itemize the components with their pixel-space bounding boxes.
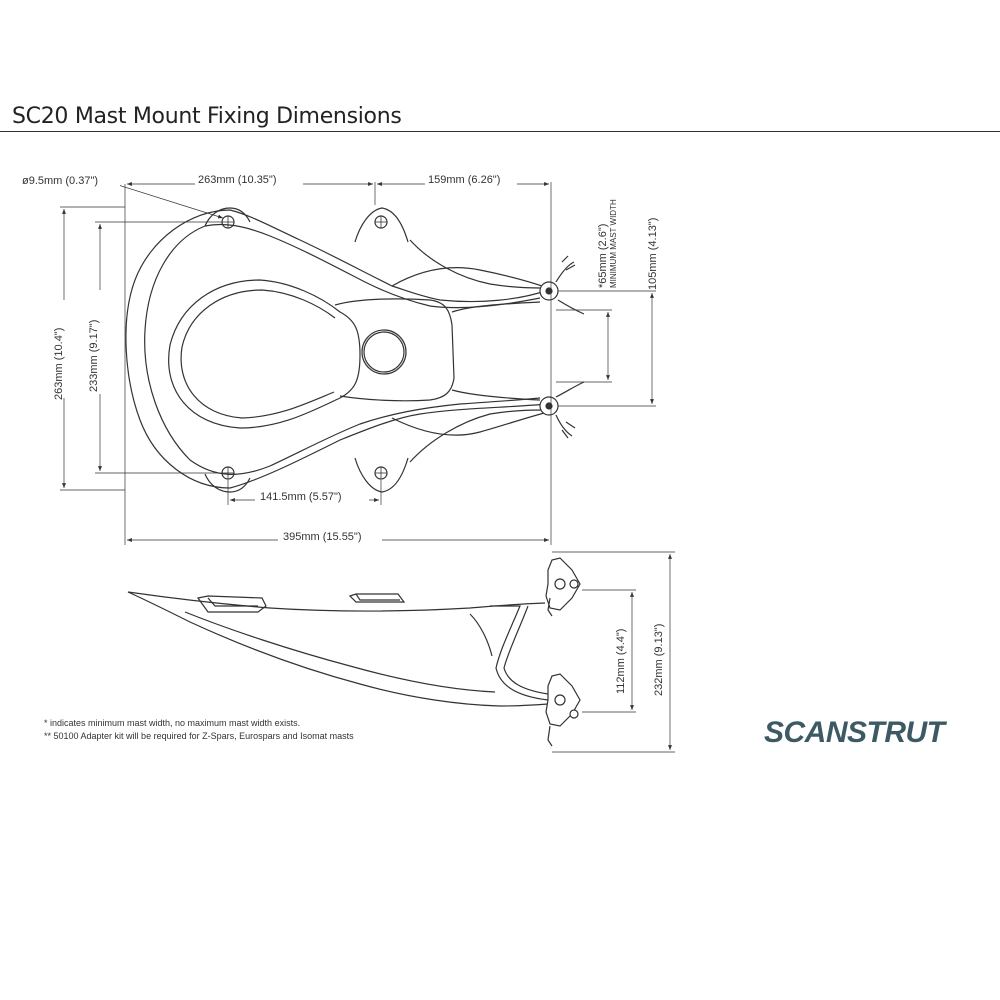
clamp-pivots bbox=[539, 255, 585, 439]
dim-hole-spacing: 141.5mm (5.57") bbox=[260, 491, 342, 503]
dim-total-length: 395mm (15.55") bbox=[283, 531, 362, 543]
scanstrut-logo: SCANSTRUT bbox=[764, 716, 945, 749]
dim-left-outer: 263mm (10.4") bbox=[53, 328, 65, 400]
dim-side-small: 112mm (4.4") bbox=[615, 629, 627, 694]
dim-min-mast-caption: MINIMUM MAST WIDTH bbox=[609, 199, 618, 288]
dim-top-length: 263mm (10.35") bbox=[198, 174, 277, 186]
dim-side-large: 232mm (9.13") bbox=[653, 624, 665, 696]
title-divider bbox=[0, 131, 1000, 132]
page-title: SC20 Mast Mount Fixing Dimensions bbox=[12, 104, 402, 129]
dim-left-inner: 233mm (9.17") bbox=[88, 320, 100, 392]
dim-right-height: 105mm (4.13") bbox=[647, 218, 659, 290]
side-view-mount bbox=[127, 591, 549, 707]
dim-top-right: 159mm (6.26") bbox=[428, 174, 500, 186]
top-view-mount bbox=[125, 207, 549, 493]
dim-min-mast: *65mm (2.6") bbox=[597, 224, 609, 288]
note-adapter-kit: ** 50100 Adapter kit will be required fo… bbox=[44, 731, 354, 741]
note-min-mast-width: * indicates minimum mast width, no maxim… bbox=[44, 718, 301, 728]
side-view-pivots bbox=[545, 557, 581, 747]
dim-hole-diameter: ø9.5mm (0.37") bbox=[22, 175, 98, 187]
